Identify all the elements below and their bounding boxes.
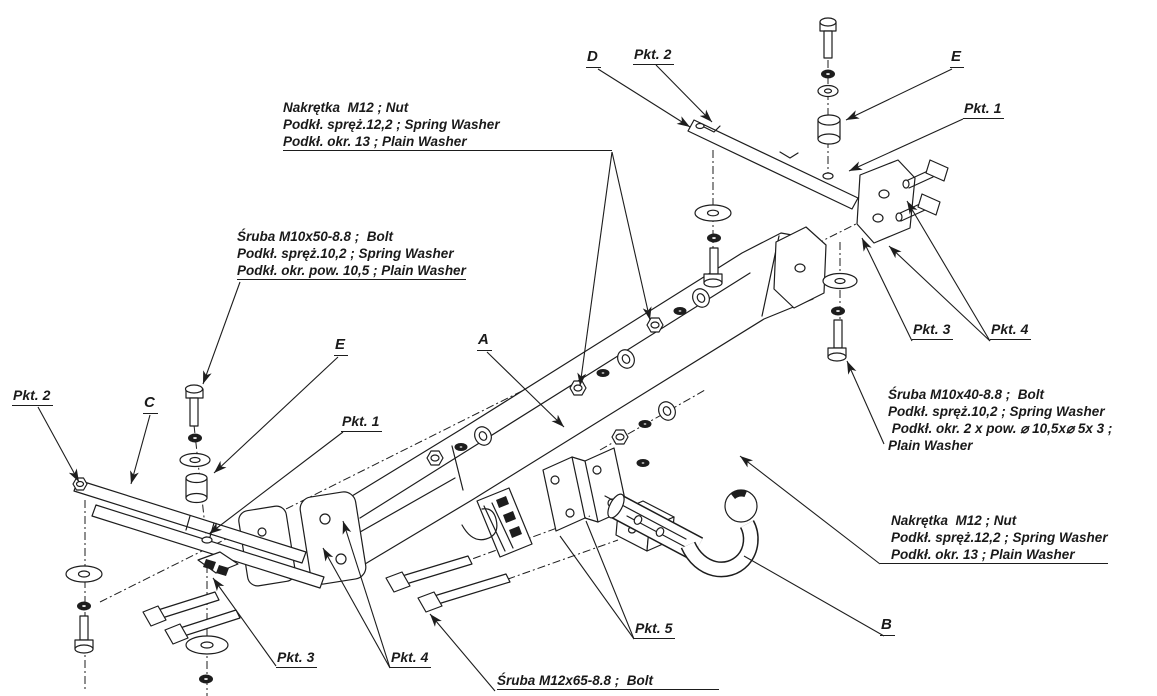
note-line: Śruba M12x65-8.8 ; Bolt xyxy=(497,672,719,690)
label-pkt3-bottom: Pkt. 3 xyxy=(276,648,318,668)
tow-ball-hook xyxy=(604,489,759,578)
note-line: Śruba M10x40-8.8 ; Bolt xyxy=(888,387,1045,402)
rating-plate xyxy=(461,487,533,558)
bolt-stack-bar-d xyxy=(694,204,732,288)
bolt-stack-left xyxy=(179,384,211,504)
label-b: B xyxy=(880,616,895,636)
label-e-left: E xyxy=(334,336,349,356)
label-pkt2-left: Pkt. 2 xyxy=(12,386,54,406)
note-line: Nakrętka M12 ; Nut xyxy=(283,100,409,115)
label-pkt3-right: Pkt. 3 xyxy=(912,320,954,340)
note-line: Śruba M10x50-8.8 ; Bolt xyxy=(237,229,394,244)
label-c: C xyxy=(143,394,158,414)
note-line: Podkł. okr. 2 x pow. ⌀ 10,5x⌀ 5x 3 ; xyxy=(888,421,1113,436)
label-pkt1-top: Pkt. 1 xyxy=(963,99,1005,119)
note-line: Podkł. spręż.12,2 ; Spring Washer xyxy=(891,530,1108,545)
label-pkt4-bottom: Pkt. 4 xyxy=(390,648,432,668)
note-line: Podkł. okr. 13 ; Plain Washer xyxy=(880,546,1108,564)
note-line: Podkł. okr. pow. 10,5 ; Plain Washer xyxy=(237,263,466,280)
note-line: Podkł. spręż.10,2 ; Spring Washer xyxy=(237,246,454,261)
label-pkt2-top: Pkt. 2 xyxy=(633,45,675,65)
note-nut-m12-top: Nakrętka M12 ; Nut Podkł. spręż.12,2 ; S… xyxy=(283,99,612,151)
label-d: D xyxy=(586,48,601,68)
beam-fastener-groups xyxy=(426,288,710,467)
note-line: Podkł. spręż.12,2 ; Spring Washer xyxy=(283,117,500,132)
bolt-stack-bottom-center xyxy=(142,591,241,684)
leader-lines xyxy=(37,64,991,692)
note-bolt-m10x40: Śruba M10x40-8.8 ; Bolt Podkł. spręż.10,… xyxy=(888,386,1112,454)
bolt-stack-left-bottom xyxy=(65,565,103,654)
note-line: Plain Washer xyxy=(888,438,973,453)
label-pkt5: Pkt. 5 xyxy=(634,619,676,639)
note-line: Podkł. spręż.10,2 ; Spring Washer xyxy=(888,404,1105,419)
bolt-stack-right xyxy=(822,272,858,362)
note-nut-m12-right: Nakrętka M12 ; Nut Podkł. spręż.12,2 ; S… xyxy=(880,512,1108,564)
hook-bolts xyxy=(385,555,511,613)
note-bolt-m12x65: Śruba M12x65-8.8 ; Bolt xyxy=(497,672,719,690)
note-line: Podkł. okr. 13 ; Plain Washer xyxy=(283,133,612,151)
note-line: Nakrętka M12 ; Nut xyxy=(891,513,1017,528)
bolt-d-plate-1 xyxy=(902,159,949,189)
label-pkt4-right: Pkt. 4 xyxy=(990,320,1032,340)
label-a: A xyxy=(477,331,492,351)
bolt-stack-top xyxy=(817,17,841,145)
label-pkt1-left: Pkt. 1 xyxy=(341,412,383,432)
label-e-top: E xyxy=(950,48,965,68)
note-bolt-m10x50: Śruba M10x50-8.8 ; Bolt Podkł. spręż.10,… xyxy=(237,228,466,280)
